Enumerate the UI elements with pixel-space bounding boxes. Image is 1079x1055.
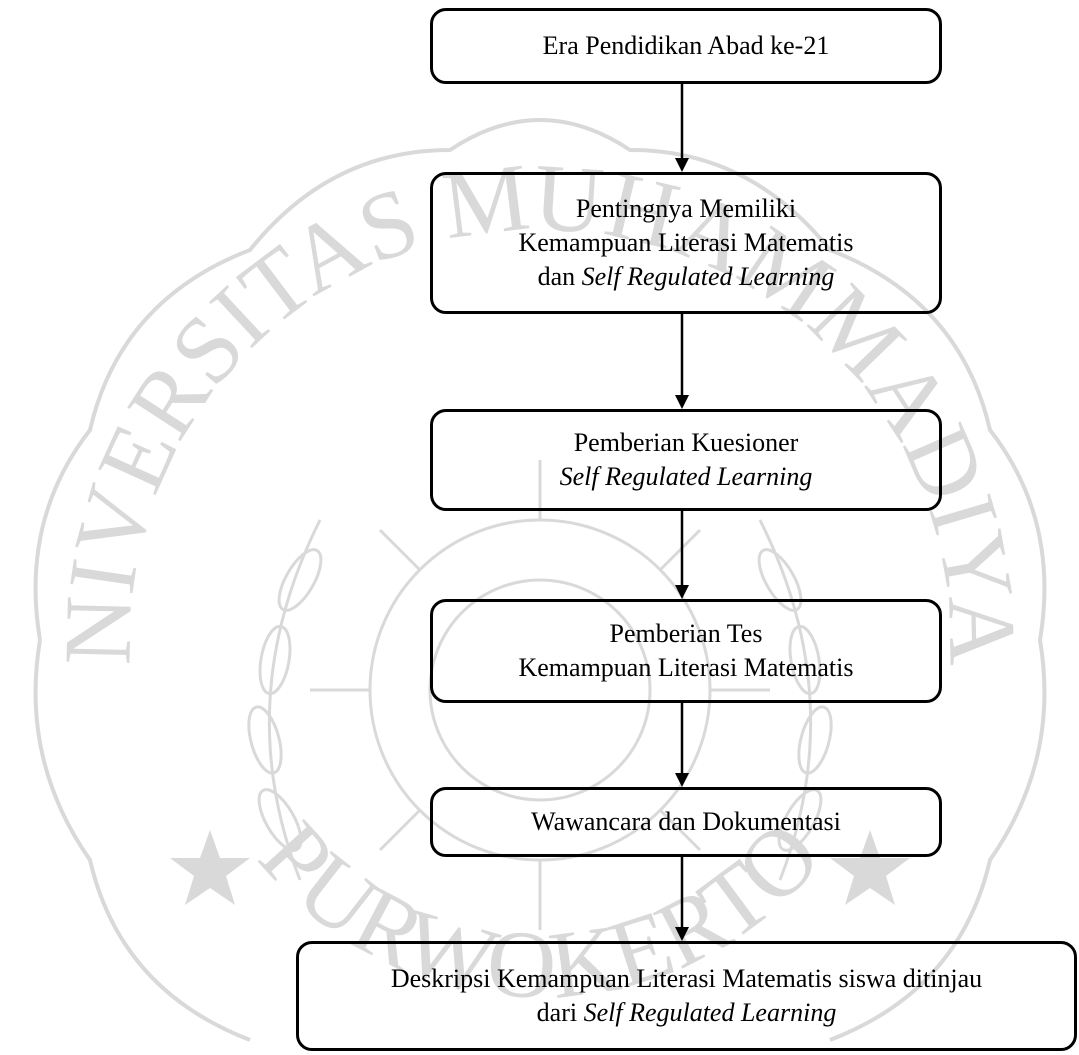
step-era-line-1: Era Pendidikan Abad ke-21 <box>542 30 830 60</box>
arrowhead-kuesioner <box>675 395 689 409</box>
watermark-star-left <box>170 830 250 905</box>
step-pentingnya-line-3: dan Self Regulated Learning <box>538 260 835 294</box>
step-pentingnya-memiliki: Pentingnya Memiliki Kemampuan Literasi M… <box>430 172 942 314</box>
step-pentingnya-line-2: Kemampuan Literasi Matematis <box>518 227 854 257</box>
step-deskripsi-line-2-italic: Self Regulated Learning <box>583 998 837 1027</box>
step-wawancara-dokumentasi: Wawancara dan Dokumentasi <box>430 787 942 857</box>
step-pentingnya-line-3-italic: Self Regulated Learning <box>581 262 835 292</box>
watermark-star-right <box>830 830 910 905</box>
arrowhead-deskripsi <box>675 927 689 941</box>
step-kuesioner-line-2: Self Regulated Learning <box>560 460 813 494</box>
step-kuesioner-line-1: Pemberian Kuesioner <box>573 427 799 457</box>
step-pemberian-tes: Pemberian Tes Kemampuan Literasi Matemat… <box>430 599 942 703</box>
watermark-outer-border-left <box>33 639 251 1042</box>
step-deskripsi-line-2: dari Self Regulated Learning <box>537 996 837 1030</box>
step-wawancara-line-1: Wawancara dan Dokumentasi <box>531 806 841 836</box>
step-tes-line-1: Pemberian Tes <box>609 618 763 648</box>
step-kuesioner-line-2-italic: Self Regulated Learning <box>559 462 813 491</box>
arrowhead-wawancara <box>675 773 689 787</box>
watermark-laurel-left <box>247 519 323 881</box>
watermark-sun-rays <box>310 460 770 930</box>
step-deskripsi-line-1: Deskripsi Kemampuan Literasi Matematis s… <box>390 963 983 993</box>
arrowhead-pentingnya <box>675 158 689 172</box>
watermark-text-top: UNIVERSITAS MUHAMMADIYAH <box>0 0 1037 666</box>
connectors <box>675 84 689 941</box>
step-deskripsi-line-2-prefix: dari <box>536 998 584 1027</box>
step-deskripsi: Deskripsi Kemampuan Literasi Matematis s… <box>296 941 1077 1051</box>
step-pentingnya-line-3-prefix: dan <box>537 262 582 292</box>
watermark-outer-border <box>33 118 1047 1042</box>
step-era-pendidikan: Era Pendidikan Abad ke-21 <box>430 8 942 84</box>
step-tes-line-2: Kemampuan Literasi Matematis <box>518 653 854 682</box>
watermark-seal <box>33 118 1047 1042</box>
step-pemberian-kuesioner: Pemberian Kuesioner Self Regulated Learn… <box>430 409 942 511</box>
arrowhead-tes <box>675 585 689 599</box>
step-pentingnya-line-1: Pentingnya Memiliki <box>575 193 797 223</box>
watermark-stars <box>170 830 910 905</box>
